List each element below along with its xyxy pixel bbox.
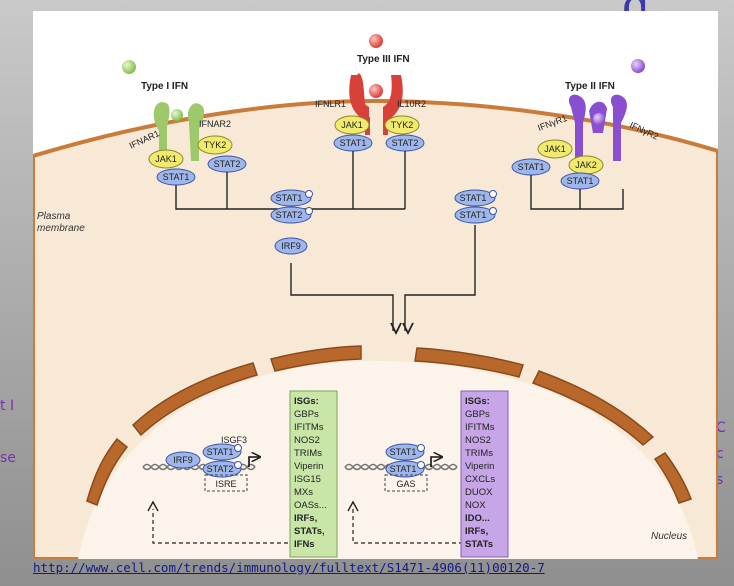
type3-ifn-label: Type III IFN (357, 54, 410, 65)
isg-item: NOS2 (294, 435, 320, 446)
stat1-label: STAT1 (340, 138, 367, 148)
feedback-arrowhead (347, 500, 359, 512)
jak1-label: JAK1 (155, 154, 177, 164)
diagram-canvas: Plasma membrane Nucleus Type I IFN Type … (33, 34, 718, 559)
stat1-label: STAT1 (390, 447, 417, 457)
gas-promoter-arrow (430, 457, 441, 467)
stat1-label: STAT1 (163, 172, 190, 182)
isg-item: STATs, (294, 526, 325, 537)
left-margin-line: t I (0, 398, 15, 414)
irf9-label: IRF9 (173, 455, 193, 465)
isg-item: TRIMs (294, 448, 322, 459)
type2-receptor (568, 94, 627, 161)
isg-item: OASs... (294, 500, 327, 511)
isre-box (204, 474, 248, 492)
nuclear-envelope (86, 345, 692, 506)
gaf-dimer (454, 189, 496, 224)
type2-ifn-ligand (631, 59, 645, 73)
isre-promoter-arrow (248, 457, 259, 467)
isg-item: GBPs (294, 409, 319, 420)
nuclear-gaf (385, 443, 425, 478)
isg-item: IRFs, (465, 526, 488, 537)
plasma-membrane-label-line2: membrane (37, 223, 85, 234)
isg-item: ISGs: (294, 396, 319, 407)
isg-item: IRFs, (294, 513, 317, 524)
type1-ifn-ligand (122, 60, 136, 74)
irf9-label: IRF9 (281, 241, 301, 251)
feedback-arrowhead (147, 500, 159, 512)
type1-ifn-label: Type I IFN (141, 81, 188, 92)
stat2-label: STAT2 (214, 159, 241, 169)
stat1-label: STAT1 (518, 162, 545, 172)
isg-box-type2 (460, 390, 509, 558)
kinases (148, 115, 604, 175)
stat1-label: STAT1 (567, 176, 594, 186)
receptor-stats (156, 134, 600, 190)
stat1-label: STAT1 (276, 193, 303, 203)
feedback-arrows (152, 509, 463, 544)
isg-item: GBPs (465, 409, 490, 420)
stat2-label: STAT2 (276, 210, 303, 220)
gas-label: GAS (396, 479, 415, 489)
type2-ifn-label: Type II IFN (565, 81, 615, 92)
right-margin-line: c (716, 446, 724, 462)
nucleus-label: Nucleus (651, 531, 687, 542)
phospho-marks (234, 444, 242, 469)
left-margin-text: t I se (0, 393, 16, 471)
isg-item: IFNs (294, 539, 315, 550)
isg-item: NOS2 (465, 435, 491, 446)
isg-item: STATs (465, 539, 493, 550)
left-margin-line: se (0, 450, 16, 466)
isgf3-dimer (270, 189, 312, 255)
interferon-signaling-figure: Plasma membrane Nucleus Type I IFN Type … (33, 11, 718, 559)
stat2-label: STAT2 (207, 464, 234, 474)
phospho-marks (417, 444, 425, 469)
isg-box-type1 (289, 390, 338, 558)
isg-item: MXs (294, 487, 313, 498)
isg-item: IDO... (465, 513, 490, 524)
isgf3-label: ISGF3 (221, 435, 247, 445)
stat2-label: STAT2 (392, 138, 419, 148)
type3-ifn-ligand (369, 34, 383, 48)
isg-item: TRIMs (465, 448, 493, 459)
jak2-label: JAK2 (575, 160, 597, 170)
jak1-label: JAK1 (341, 120, 363, 130)
isg-item: DUOX (465, 487, 493, 498)
isre-label: ISRE (215, 479, 236, 489)
stat1-label: STAT1 (390, 464, 417, 474)
right-margin-line: s (716, 472, 724, 488)
nucleus-interior (78, 361, 698, 559)
ifnlr1-label: IFNLR1 (315, 99, 346, 109)
isg-item: Viperin (465, 461, 494, 472)
stat1-label: STAT1 (207, 447, 234, 457)
il10r2-label: IL10R2 (397, 99, 426, 109)
stat1-label: STAT1 (460, 193, 487, 203)
isg-item: CXCLs (465, 474, 495, 485)
gas-box (384, 474, 428, 492)
isg-item: NOX (465, 500, 486, 511)
right-margin-text: C c s (716, 415, 726, 493)
isg-item: IFITMs (294, 422, 324, 433)
pathway-connectors (175, 151, 624, 336)
isg-item: Viperin (294, 461, 323, 472)
tyk2-label: TYK2 (204, 140, 227, 150)
type1-receptor (153, 102, 205, 161)
tyk2-label: TYK2 (391, 120, 414, 130)
stat1-label: STAT1 (460, 210, 487, 220)
jak1-label: JAK1 (544, 144, 566, 154)
phospho-marks (305, 190, 497, 215)
isg-item: ISG15 (294, 474, 321, 485)
plasma-membrane-label-line1: Plasma (37, 211, 71, 222)
right-margin-line: C (716, 420, 726, 436)
source-url-link[interactable]: http://www.cell.com/trends/immunology/fu… (33, 560, 545, 575)
ifnar2-label: IFNAR2 (199, 119, 231, 129)
isg-item: IFITMs (465, 422, 495, 433)
nuclear-isgf3 (165, 443, 242, 478)
isg-item: ISGs: (465, 396, 490, 407)
